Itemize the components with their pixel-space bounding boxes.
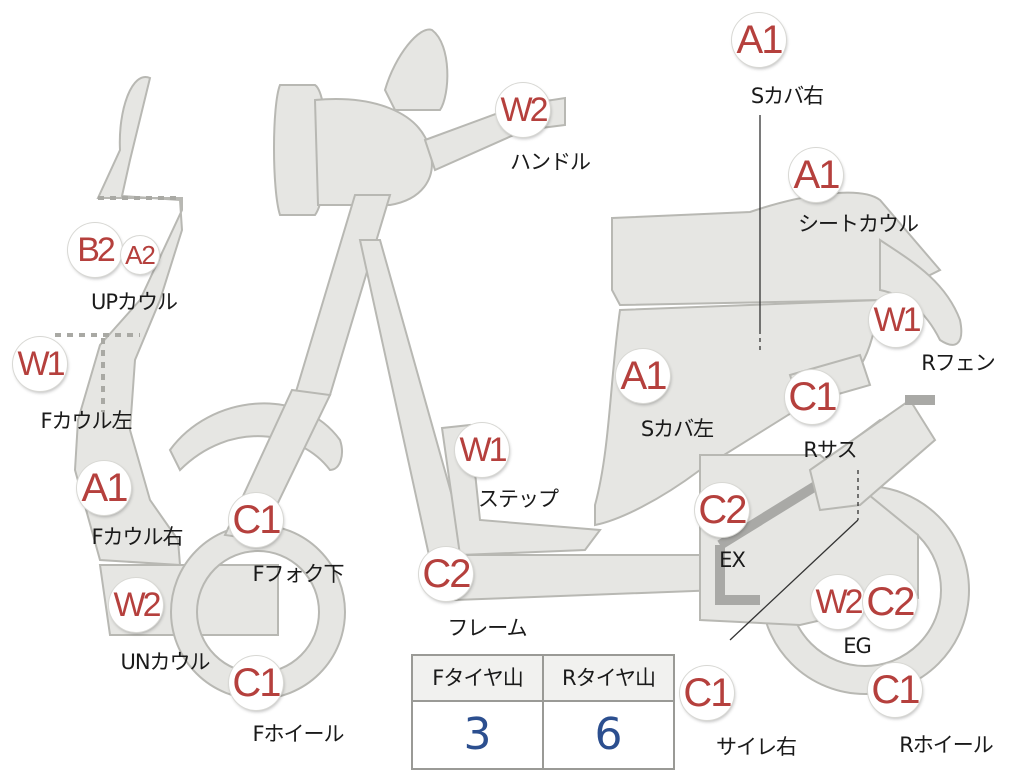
badge-rwheel: C1 [868,663,922,717]
badge-fwheel: C1 [229,656,283,710]
label-scover-left: Sカバ左 [640,417,714,441]
label-rwheel: Rホイール [899,733,994,757]
badge-upcowl-b2: B2 [68,223,122,277]
label-rfender: Rフェン [921,351,996,375]
label-fcowl-left: Fカウル左 [40,409,132,433]
label-fwheel: Fホイール [252,722,344,746]
badge-uncowl: W2 [109,578,163,632]
label-silencer: サイレ右 [716,735,797,759]
label-handle: ハンドル [510,150,591,174]
badge-step: W1 [455,423,509,477]
badge-eg-w2: W2 [811,575,865,629]
badge-seatcowl: A1 [789,148,843,202]
mirror-shape [383,28,449,111]
side-cover-shape [594,298,882,527]
label-ffork: Fフォク下 [252,562,344,586]
badge-upcowl-a2: A2 [121,236,159,274]
label-ex: EX [719,548,746,572]
label-eg: EG [843,634,872,658]
silencer-shape [808,398,937,512]
badge-rsus: C1 [785,370,839,424]
badge-frame: C2 [419,547,473,601]
badge-eg-c2: C2 [863,575,917,629]
tire-tread-table: Fタイヤ山 Rタイヤ山 3 6 [411,654,675,770]
label-upcowl: UPカウル [90,290,178,314]
label-frame: フレーム [447,616,527,640]
leader-silencer [729,519,859,641]
tire-header-rear: Rタイヤ山 [544,656,673,702]
badge-scover-left: A1 [616,349,670,403]
badge-ffork: C1 [229,493,283,547]
badge-fcowl-left: W1 [13,337,67,391]
label-scover-right: Sカバ右 [750,84,824,108]
tire-value-front: 3 [463,709,492,760]
front-cowl-shape [73,75,184,567]
badge-silencer: C1 [680,666,734,720]
label-seatcowl: シートカウル [798,212,919,236]
label-fcowl-right: Fカウル右 [91,525,183,549]
exhaust-pipe-shape [715,545,760,605]
badge-rfender: W1 [869,293,923,347]
tire-table-divider [542,656,544,768]
label-rsus: Rサス [803,438,857,462]
tire-value-rear: 6 [594,709,623,760]
label-step: ステップ [478,487,559,511]
handle-cover-shape [313,98,433,206]
badge-handle: W2 [496,83,550,137]
badge-ex: C2 [695,483,749,537]
tire-header-front: Fタイヤ山 [413,656,542,702]
badge-scover-right: A1 [732,13,786,67]
label-uncowl: UNカウル [120,650,210,674]
badge-fcowl-right: A1 [77,461,131,515]
